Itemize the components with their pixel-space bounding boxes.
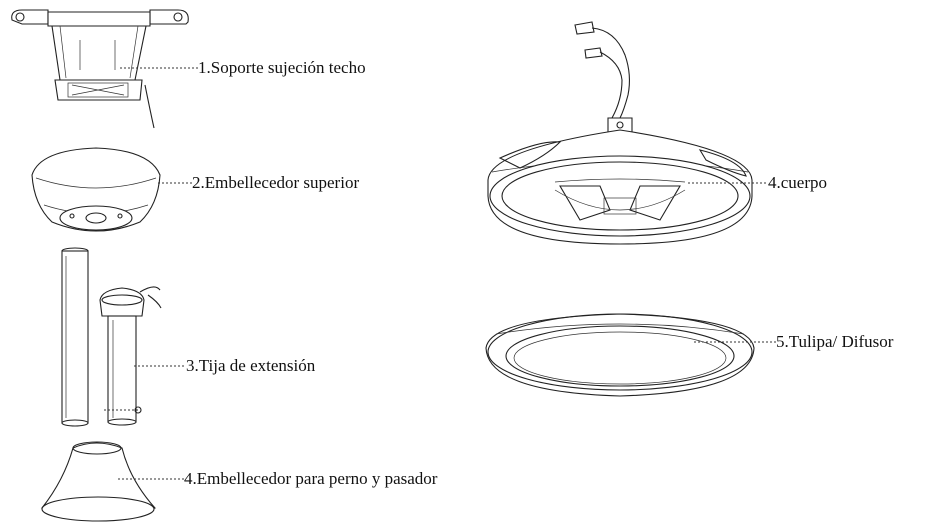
diffuser [485, 313, 755, 397]
top-canopy [31, 147, 161, 232]
extension-rod [61, 247, 89, 427]
bolt-pin-cover [41, 441, 156, 522]
label-part1: 1.Soporte sujeción techo [198, 58, 366, 77]
label-part2: 2.Embellecedor superior [192, 173, 360, 192]
light-body [487, 21, 753, 245]
ceiling-bracket [11, 9, 189, 129]
extension-rod-with-hanger [99, 286, 162, 426]
label-part4b: 4.cuerpo [768, 173, 828, 192]
label-part5: 5.Tulipa/ Difusor [776, 332, 894, 351]
label-part4a: 4.Embellecedor para perno y pasador [184, 469, 438, 488]
label-part3: 3.Tija de extensión [186, 356, 316, 375]
